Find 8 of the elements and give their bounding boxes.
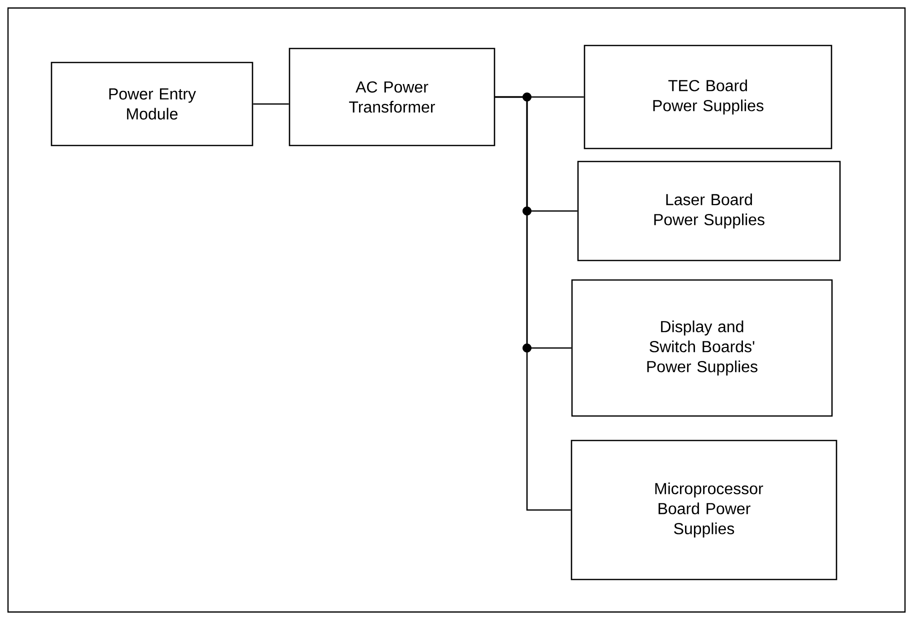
block-box: TEC Board Power Supplies (584, 44, 832, 150)
block-box: AC Power Transformer (288, 48, 496, 146)
block-box: Power Entry Module (50, 62, 254, 146)
connector-line (253, 103, 289, 105)
block-box: Display and Switch Boards' Power Supplies (571, 279, 833, 417)
block-box: Laser Board Power Supplies (577, 160, 841, 262)
connector-line (495, 96, 571, 511)
block-box: Microprocessor Board Power Supplies (570, 440, 838, 580)
